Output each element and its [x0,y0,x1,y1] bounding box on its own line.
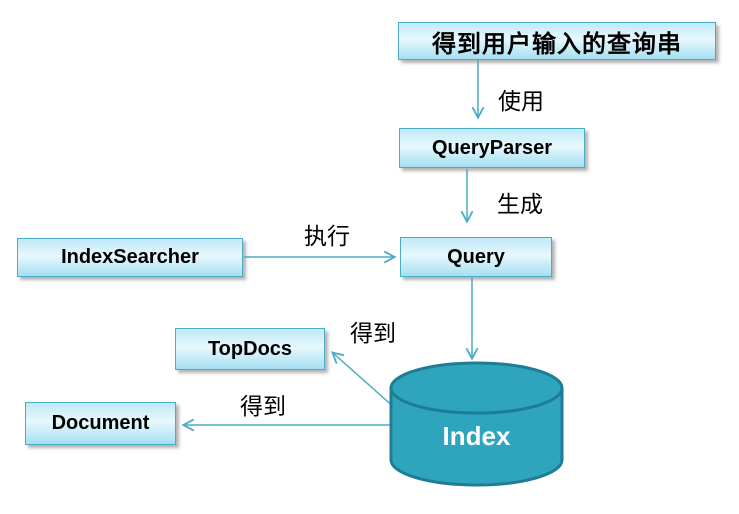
node-query: Query [400,237,552,277]
edge-label-get-topdocs: 得到 [350,320,396,346]
edge-label-use: 使用 [498,88,544,114]
index-cylinder-icon [389,361,564,487]
edge-label-get-document: 得到 [240,393,286,419]
node-document: Document [25,402,176,445]
edge-label-execute: 执行 [304,223,350,249]
node-index-label: Index [442,421,511,451]
node-indexsearcher: IndexSearcher [17,238,243,277]
node-topdocs: TopDocs [175,328,325,370]
node-user-input: 得到用户输入的查询串 [398,22,716,60]
node-queryparser: QueryParser [399,128,585,168]
edge-label-generate: 生成 [497,191,543,217]
